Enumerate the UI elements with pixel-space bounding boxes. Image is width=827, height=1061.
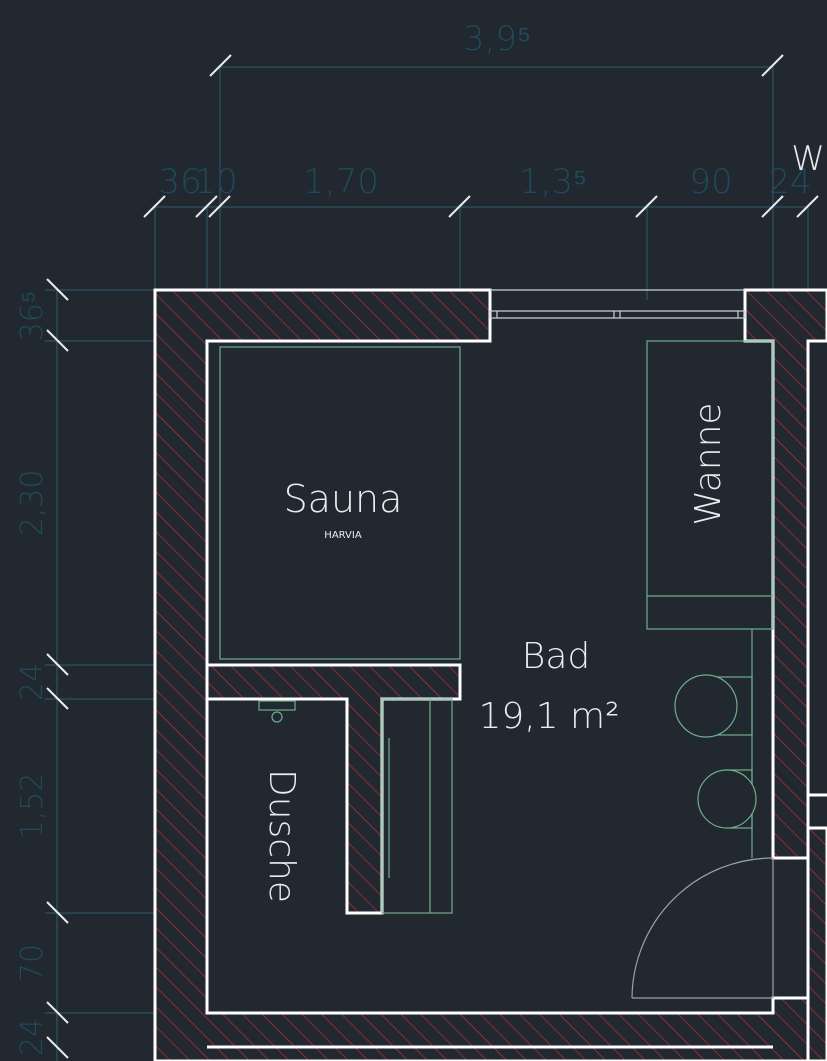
dim-left-seg-5: 70	[15, 944, 50, 982]
dimension-ticks	[46, 54, 819, 1059]
sauna-label: Sauna	[284, 477, 403, 521]
tub-label: Wanne	[688, 402, 729, 525]
dim-top-seg-6: 24	[768, 162, 811, 202]
shower-head	[271, 711, 283, 723]
outer-wall-left	[153, 288, 810, 1061]
dim-left-seg-4: 1,52	[15, 773, 50, 840]
shower-partition	[381, 698, 453, 914]
shower-label: Dusche	[261, 769, 302, 903]
bidet	[697, 769, 757, 829]
dim-top-seg-5: 90	[689, 162, 732, 202]
fixtures	[219, 340, 774, 914]
dim-top-seg-2: 10	[194, 162, 237, 202]
interior-wall	[205, 663, 462, 915]
sauna-cabin	[219, 346, 461, 660]
dimension-lines	[45, 66, 809, 1061]
dim-left-seg-6: 24	[15, 1018, 50, 1056]
window	[489, 289, 746, 319]
sauna-brand-label: HARVIA	[324, 530, 362, 541]
edge-letter: W	[791, 139, 825, 179]
room-name: Bad	[522, 636, 590, 677]
dim-left-seg-2: 2,30	[15, 470, 50, 537]
outer-wall-right	[743, 288, 827, 860]
dim-left-seg-1: 36⁵	[15, 291, 50, 342]
toilet-bowl	[674, 674, 738, 738]
door	[631, 857, 774, 999]
bathtub	[646, 340, 774, 630]
outer-wall-right-lower	[806, 826, 827, 1061]
dim-top-seg-4: 1,3⁵	[519, 162, 587, 202]
dim-left-seg-3: 24	[15, 663, 50, 701]
dim-top-seg-3: 1,70	[303, 162, 379, 202]
room-area: 19,1 m²	[478, 696, 619, 737]
dim-top-seg-1: 36	[158, 162, 201, 202]
dim-top-total: 3,9⁵	[463, 19, 531, 59]
